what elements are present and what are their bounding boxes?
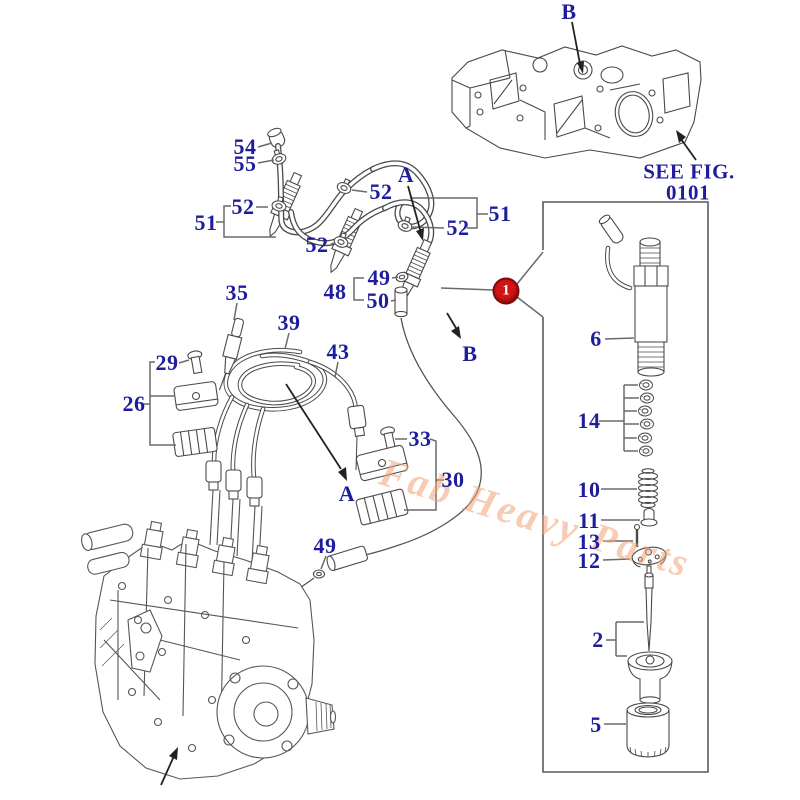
pipe-bundle-group [172, 317, 409, 563]
injector-exploded-view [598, 214, 673, 758]
return-line [286, 317, 482, 598]
spring-10 [637, 468, 659, 509]
label-6: 6 [590, 326, 602, 351]
label-26: 26 [122, 391, 146, 416]
a-mid-arrow [285, 383, 347, 481]
nozzle-holder-6 [598, 214, 669, 377]
parts-box [542, 201, 709, 773]
screw-29 [187, 350, 203, 375]
top-b-arrow [571, 21, 584, 74]
label-29: 29 [155, 350, 179, 375]
part-35 [218, 317, 245, 391]
label-52-c: 52 [305, 232, 329, 257]
sleeve-49-pump [326, 545, 368, 572]
label-50: 50 [366, 288, 390, 313]
joint-54 [267, 127, 286, 148]
sleeve-50 [394, 286, 408, 318]
pump-arrow [160, 747, 178, 786]
screw-33 [380, 426, 397, 452]
label-35: 35 [225, 280, 249, 305]
label-33: 33 [408, 426, 432, 451]
label-2: 2 [592, 627, 604, 652]
label-13: 13 [577, 529, 601, 554]
clamp-55 [269, 147, 288, 167]
label-14: 14 [577, 408, 601, 433]
label-10: 10 [577, 477, 601, 502]
clamp-plate-upper-30 [355, 444, 409, 482]
pump-drawing [81, 520, 337, 780]
label-12: 12 [577, 548, 601, 573]
label-fig-number: 0101 [666, 180, 710, 205]
label-30: 30 [441, 467, 465, 492]
ring-49 [395, 271, 409, 283]
label-48: 48 [323, 279, 347, 304]
label-54: 54 [233, 134, 257, 159]
pin-13 [633, 523, 641, 547]
label-43: 43 [326, 339, 350, 364]
b-mid-arrow [446, 312, 461, 339]
label-see-fig: SEE FIG. [643, 159, 735, 184]
injection-pipes-group [261, 127, 437, 318]
clamp-plate-lower-26 [172, 427, 218, 457]
retaining-nut-5 [626, 702, 670, 758]
label-11: 11 [578, 508, 600, 533]
label-b-mid: B [462, 341, 478, 366]
label-5: 5 [590, 712, 602, 737]
callout-1-badge: 1 [492, 277, 520, 305]
label-52-d: 52 [446, 215, 470, 240]
a-top-arrow [407, 185, 424, 241]
label-49-top: 49 [367, 265, 391, 290]
gasket-stack-14 [637, 379, 655, 457]
label-51-left: 51 [194, 210, 218, 235]
label-49-pump: 49 [313, 533, 337, 558]
plate-12 [631, 546, 667, 568]
label-39: 39 [277, 310, 301, 335]
ring-49-pump [312, 569, 326, 579]
label-52-b: 52 [369, 179, 393, 204]
label-a-top: A [397, 162, 415, 187]
label-51-right: 51 [488, 201, 512, 226]
label-55: 55 [233, 151, 257, 176]
leader-lines [143, 142, 644, 725]
cap-11 [640, 507, 658, 527]
clamp-plate-lower-30 [355, 488, 409, 526]
nozzle-2 [627, 565, 673, 704]
label-b-top: B [561, 0, 577, 24]
see-fig-arrow [676, 130, 697, 161]
label-52-a: 52 [231, 194, 255, 219]
label-a-mid: A [338, 481, 356, 506]
clamp-plate-upper-26 [173, 381, 219, 411]
cylinder-head-drawing [451, 45, 702, 159]
